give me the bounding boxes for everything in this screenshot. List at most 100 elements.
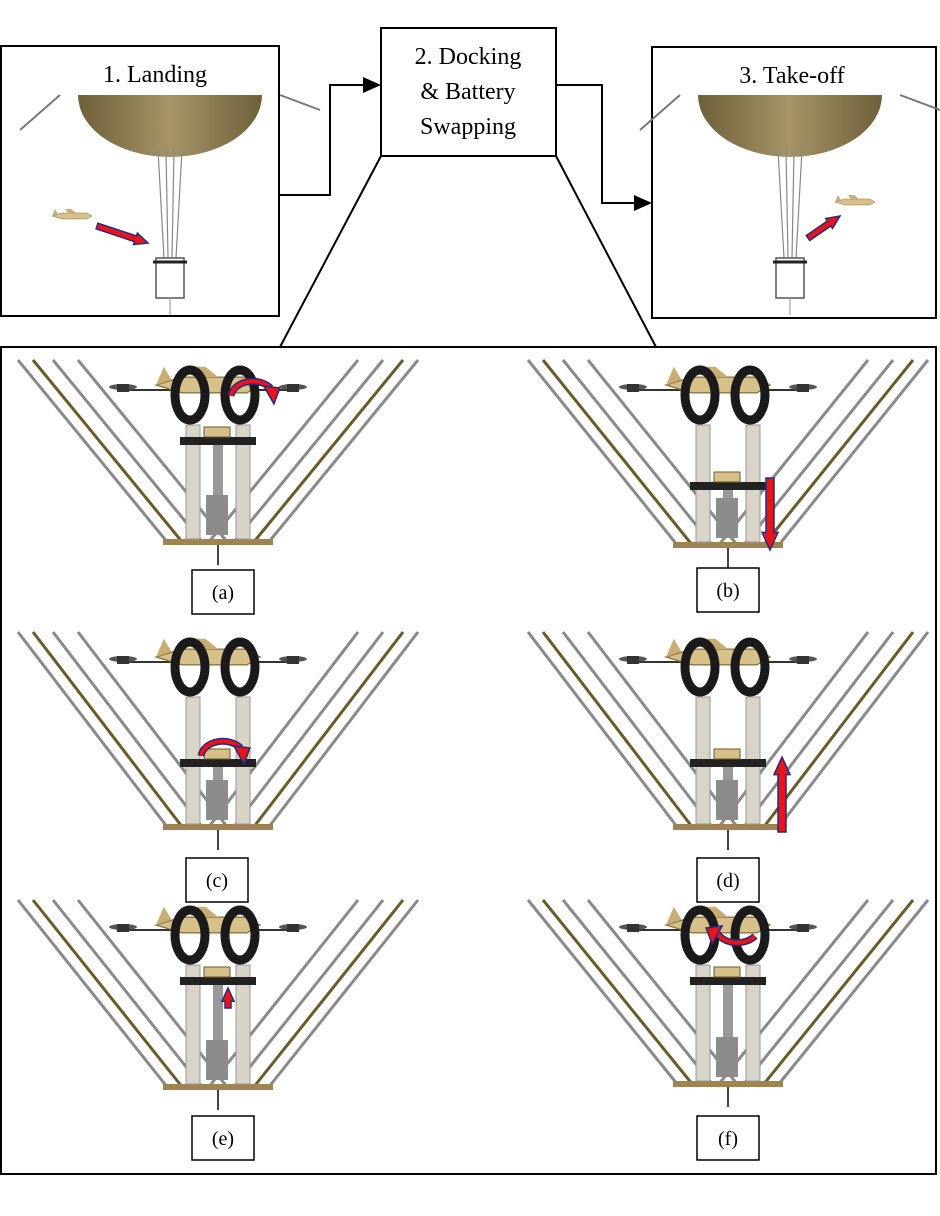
tether-cable xyxy=(206,631,360,829)
panel-c: (c) xyxy=(16,631,420,903)
battery-tray xyxy=(690,977,766,985)
linear-actuator xyxy=(723,757,733,788)
flow-arrow-1-to-2 xyxy=(280,77,381,196)
linear-actuator xyxy=(213,975,223,1048)
actuator-motor xyxy=(716,780,738,820)
side-tether xyxy=(279,94,321,111)
tether-cable xyxy=(561,359,715,547)
side-tether xyxy=(639,94,681,131)
tether-cable xyxy=(586,631,740,829)
support-pillar xyxy=(695,964,711,1082)
tether-cable xyxy=(266,631,420,829)
flow-arrow-2-to-3 xyxy=(556,84,652,211)
tether-cable xyxy=(761,631,915,829)
tether-cable xyxy=(31,631,185,829)
tether xyxy=(777,149,785,259)
tether xyxy=(171,149,175,259)
tether-cable xyxy=(741,631,895,829)
battery xyxy=(203,966,231,978)
uav xyxy=(51,209,93,220)
battery-tray xyxy=(180,437,256,445)
panel-label-box xyxy=(185,857,249,903)
support-pillar xyxy=(185,424,201,540)
panel-label: (a) xyxy=(212,582,234,604)
tether-cable xyxy=(541,899,695,1086)
stage-takeoff-label: 3. Take-off xyxy=(739,63,844,89)
detail-panel-frame xyxy=(0,346,937,1175)
battery xyxy=(713,748,741,760)
battery-tray xyxy=(690,759,766,767)
panel-b: (b) xyxy=(526,359,930,613)
gripper-ring xyxy=(170,365,210,425)
gripper-ring xyxy=(730,637,770,697)
support-pillar xyxy=(235,424,251,540)
battery xyxy=(713,471,741,483)
battery-tray xyxy=(180,977,256,985)
panel-label: (c) xyxy=(206,870,228,892)
panel-label-box xyxy=(191,569,255,615)
battery xyxy=(203,748,231,760)
tether-cable xyxy=(761,899,915,1086)
tether-cable xyxy=(51,631,205,829)
battery-tray xyxy=(690,482,766,490)
tether xyxy=(795,149,803,259)
tether-cable xyxy=(776,899,930,1086)
tether-cable xyxy=(76,631,230,829)
tether-cable xyxy=(231,899,385,1089)
panel-label-box xyxy=(696,567,760,613)
panel-label-box xyxy=(696,857,760,903)
zoom-line-right xyxy=(555,155,657,348)
actuator-motor xyxy=(206,780,228,820)
panel-e: (e) xyxy=(16,899,420,1161)
zoom-line-left xyxy=(279,155,382,348)
up-arrow xyxy=(220,986,236,1009)
tether-cable xyxy=(251,359,405,544)
tether-cable xyxy=(526,899,680,1086)
stage-landing-label: 1. Landing xyxy=(103,62,207,88)
gripper-ring xyxy=(170,637,210,697)
panel-label: (b) xyxy=(716,580,739,602)
stage-docking-line3: Swapping xyxy=(420,114,516,140)
stage-docking-line1: 2. Docking xyxy=(415,44,522,70)
direction-arrow xyxy=(95,222,150,246)
tether-cable xyxy=(206,899,360,1089)
battery-tray xyxy=(180,759,256,767)
tether-cable xyxy=(526,631,680,829)
panel-a: (a) xyxy=(16,359,420,615)
tether-cable xyxy=(586,899,740,1086)
tether-cable xyxy=(16,631,170,829)
balloon xyxy=(78,95,262,157)
side-tether xyxy=(899,94,940,111)
tether-cable xyxy=(51,899,205,1089)
support-pillar xyxy=(745,964,761,1082)
tether-cable xyxy=(741,899,895,1086)
stage-takeoff: 3. Take-off xyxy=(639,46,940,319)
gripper-ring xyxy=(680,637,720,697)
panel-label: (d) xyxy=(716,870,739,892)
tether-cable xyxy=(76,899,230,1089)
tether xyxy=(791,149,795,259)
tether-cable xyxy=(251,631,405,829)
support-pillar xyxy=(185,964,201,1085)
tether-cable xyxy=(266,899,420,1089)
tether-cable xyxy=(266,359,420,544)
tether-cable xyxy=(251,899,405,1089)
gripper-ring xyxy=(220,637,260,697)
down-arrow xyxy=(760,477,780,552)
tether-cable xyxy=(76,359,230,544)
tether-cable xyxy=(31,899,185,1089)
balloon xyxy=(698,95,882,157)
tether-cable xyxy=(716,631,870,829)
base-plate xyxy=(673,824,783,830)
tether-cable xyxy=(586,359,740,547)
tether-cable xyxy=(541,631,695,829)
base-plate xyxy=(673,542,783,548)
actuator-motor xyxy=(716,1037,738,1077)
tether-cable xyxy=(561,631,715,829)
actuator-motor xyxy=(206,1040,228,1080)
side-tether xyxy=(19,94,61,131)
linear-actuator xyxy=(213,435,223,503)
stage-landing: 1. Landing xyxy=(0,45,321,317)
uav xyxy=(834,195,876,206)
tether-cable xyxy=(761,359,915,547)
